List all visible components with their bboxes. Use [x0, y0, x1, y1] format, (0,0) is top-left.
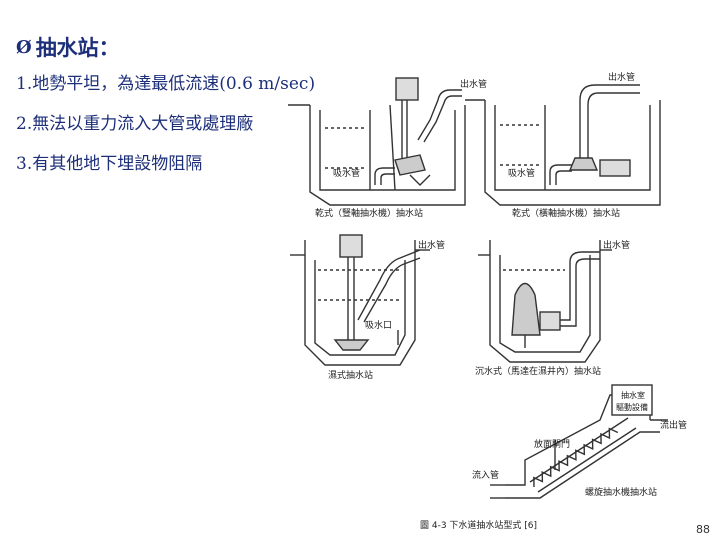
- slide-title-text: 抽水站：: [35, 35, 120, 60]
- bullet-list: 1.地勢平坦，為達最低流速(0.6 m/sec) 2.無法以重力流入大管或處理廠…: [16, 70, 315, 190]
- panel-dry-vertical: [288, 77, 466, 206]
- slide-title: Ø 抽水站：: [16, 32, 120, 62]
- panel5-inlet-label: 流入管: [472, 469, 499, 481]
- page-number: 88: [696, 523, 710, 536]
- panel2-inlet-label: 吸水管: [508, 167, 535, 179]
- panel3-caption: 濕式抽水站: [328, 369, 373, 381]
- panel5-outlet-label: 流出管: [660, 419, 687, 431]
- panel5-machine-room-label: 抽水室: [621, 390, 645, 400]
- panel3-inlet-label: 吸水口: [365, 319, 392, 331]
- panel-submersible: [478, 240, 612, 363]
- bullet-item-2: 2.無法以重力流入大管或處理廠: [16, 114, 254, 134]
- panel3-outlet-label: 出水管: [418, 239, 445, 251]
- panel1-outlet-label: 出水管: [460, 78, 487, 90]
- panel5-drive-label: 驅動設備: [616, 402, 648, 412]
- panel5-caption: 螺旋抽水機抽水站: [585, 486, 657, 498]
- panel4-caption: 沉水式（馬達在濕井內）抽水站: [475, 365, 601, 377]
- panel-wet-well: [290, 234, 430, 366]
- panel-screw-pump: [490, 384, 668, 499]
- bullet-item-1: 1.地勢平坦，為達最低流速(0.6 m/sec): [16, 74, 316, 94]
- panel2-caption: 乾式（橫軸抽水機）抽水站: [512, 207, 620, 219]
- panel-dry-horizontal: [465, 84, 661, 206]
- bullet-item-3: 3.有其他地下埋設物阻隔: [16, 154, 203, 174]
- figure-caption: 圖 4-3 下水道抽水站型式 [6]: [420, 519, 537, 531]
- panel4-outlet-label: 出水管: [603, 239, 630, 251]
- panel1-caption: 乾式（豎軸抽水機）抽水站: [315, 207, 423, 219]
- panel1-inlet-label: 吸水管: [333, 167, 360, 179]
- arrow-bullet-icon: Ø: [16, 36, 32, 58]
- panel2-outlet-label: 出水管: [608, 71, 635, 83]
- panel5-gate-label: 放面閘門: [534, 438, 570, 450]
